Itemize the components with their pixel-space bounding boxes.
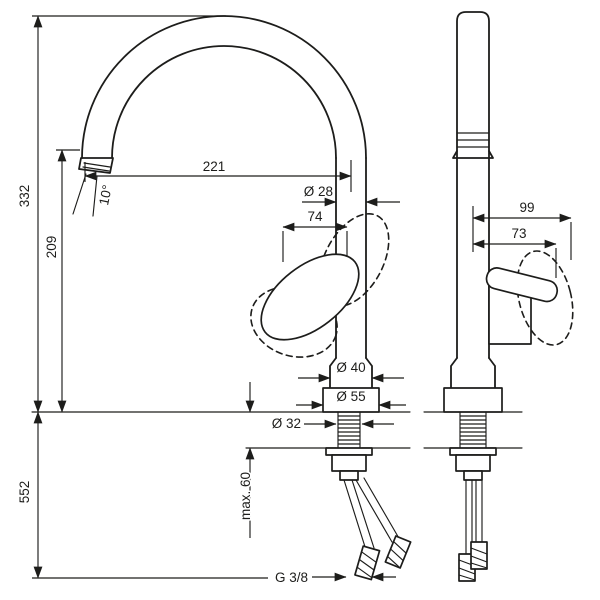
hose-connector [470,541,488,570]
base-body [322,357,380,413]
side-deck-lines [423,411,523,449]
dim-spout-reach: 221 [84,158,352,192]
side-hose-fitting [463,470,483,481]
lever-handle [260,253,360,341]
side-base-flange [443,387,503,413]
side-view [423,11,574,582]
dim-label-99: 99 [519,200,534,215]
dimensions: 332 209 552 221 10° Ø 28 [16,15,572,587]
dim-handle-width: 74 [282,208,348,262]
side-supply-hoses [458,479,488,582]
dim-label-332: 332 [17,185,32,208]
side-mounting-hardware [449,411,497,481]
dim-mounting-hole: Ø 32 [270,415,394,433]
base-flange [322,387,380,413]
dim-height-overall: 332 [16,15,226,413]
side-column [456,11,490,359]
dim-label-d32: Ø 32 [272,416,301,431]
mounting-hardware [325,411,373,481]
threaded-shank [337,415,361,445]
side-threaded-shank [459,415,487,445]
dim-handle-projection-open: 99 [472,199,572,260]
side-mounting-nut [455,454,491,472]
side-lever-handle [485,267,559,303]
aerator [78,157,114,174]
dim-label-73: 73 [511,226,526,241]
dim-pipe-diameter: Ø 28 [302,183,400,207]
dim-hose-thread: G 3/8 [273,569,396,587]
dim-label-552: 552 [17,481,32,504]
dim-label-g38: G 3/8 [275,570,308,585]
dim-label-209: 209 [44,236,59,259]
dim-label-max60: max. 60 [238,472,253,520]
side-washer [449,447,497,456]
dim-below-deck: 552 [16,411,268,579]
dim-body-diameter: Ø 40 [298,359,404,383]
hose-fitting [339,470,359,481]
dim-base-diameter: Ø 55 [296,388,406,410]
supply-hoses [343,477,412,581]
dim-spray-angle: 10° [95,182,117,208]
deck-lines [31,411,411,449]
dim-label-221: 221 [203,159,226,174]
hose-connector [354,545,381,581]
hose-connector [384,535,412,569]
dim-spout-height: 209 [43,149,80,413]
dim-label-d40: Ø 40 [336,360,365,375]
mounting-nut [331,454,367,472]
side-base-body [443,357,503,413]
spray-angle-lines [72,173,98,217]
dim-deck-thickness: max. 60 [237,382,255,538]
front-view [31,15,412,581]
dim-handle-projection-closed: 73 [472,225,557,278]
dim-label-d28: Ø 28 [304,184,333,199]
washer [325,447,373,456]
dim-label-d55: Ø 55 [336,389,365,404]
dim-label-74: 74 [307,209,323,224]
dim-label-10deg: 10° [96,184,115,207]
side-handle-envelope [516,250,574,346]
side-aerator [452,132,494,159]
